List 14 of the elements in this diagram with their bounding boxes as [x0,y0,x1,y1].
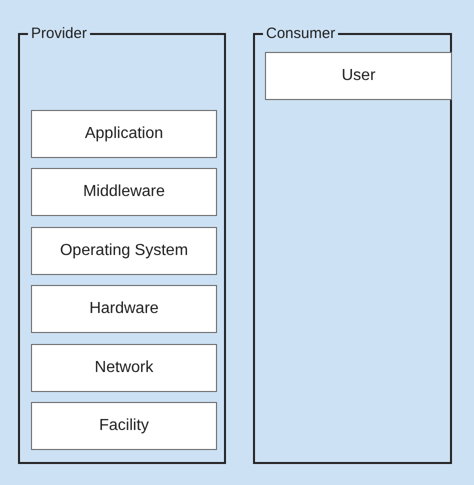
layer-box [31,402,217,450]
layer-box [31,344,217,392]
layer-box [31,110,217,158]
box-label: Operating System [60,242,188,260]
box-label: Application [84,125,164,143]
layer-box [265,52,452,100]
box-label: Network [94,359,154,377]
box-label: User [342,67,376,85]
layer-box [31,285,217,333]
layer-box [31,168,217,216]
box-label: Facility [99,417,149,435]
layer-box [31,227,217,275]
box-label: Middleware [83,183,165,201]
box-label: Hardware [89,300,159,318]
